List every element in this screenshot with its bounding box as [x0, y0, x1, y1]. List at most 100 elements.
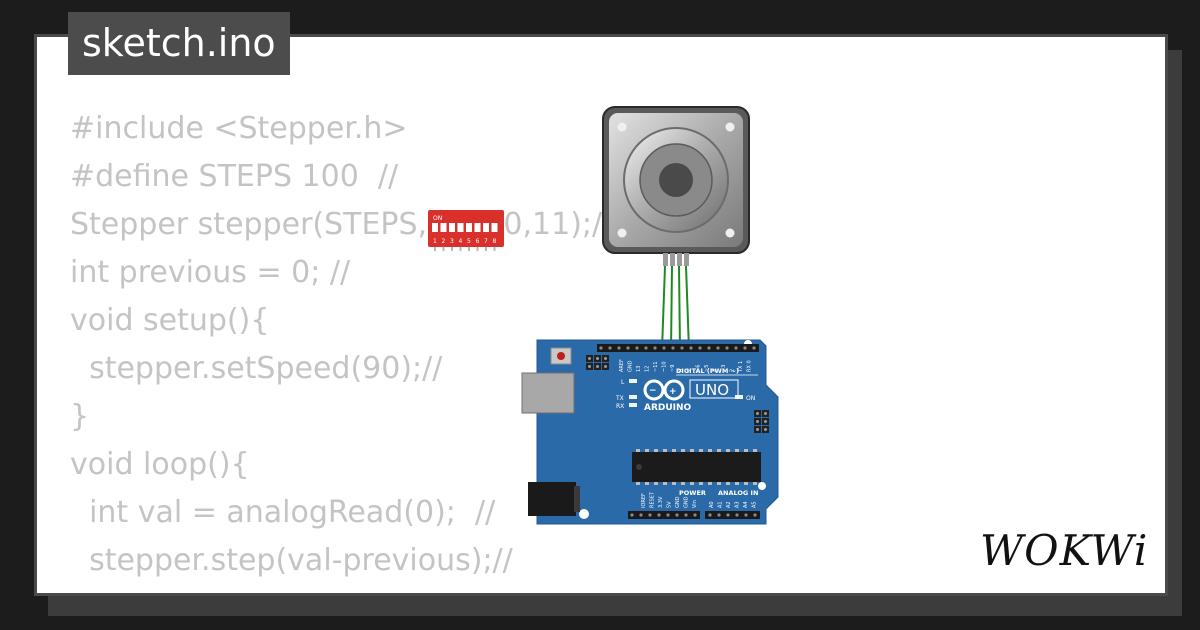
mount-hole [579, 509, 589, 519]
code-line: } [70, 399, 90, 434]
led-l-label: L [621, 379, 625, 386]
digital-header [597, 344, 759, 352]
code-line: previous = val; // [70, 585, 735, 593]
header-pin [753, 513, 757, 517]
mount-hole [617, 228, 627, 238]
pin-label: ~9 [670, 365, 676, 372]
header-pin [689, 346, 693, 350]
dip-leg [459, 247, 462, 251]
motor-shaft [659, 163, 693, 197]
dip-leg [468, 247, 470, 251]
code-line: void loop(){ [70, 447, 250, 482]
header-pin [717, 513, 721, 517]
power-header [628, 511, 700, 519]
header-pin [639, 513, 643, 517]
header-pin [698, 346, 702, 350]
code-line: #include <Stepper.h> [70, 111, 408, 146]
usb-port [521, 372, 575, 414]
header-pin [708, 513, 712, 517]
arduino-infinity-icon [643, 379, 685, 401]
dip-number: 3 [450, 238, 454, 245]
header-pin [662, 346, 666, 350]
wire[interactable] [685, 265, 690, 351]
power-jack [528, 482, 576, 516]
mount-hole [758, 482, 766, 490]
dip-toggle[interactable] [466, 223, 472, 232]
pin-label: A5 [752, 501, 758, 508]
header-pin [630, 513, 634, 517]
dip-number: 4 [459, 238, 463, 245]
arduino-model: UNO [695, 381, 729, 399]
pin-label: RX 0 [747, 360, 753, 372]
wokwi-logo-text: WOKWi [980, 526, 1148, 575]
led-tx [629, 395, 637, 399]
pin-label: 13 [636, 366, 642, 372]
atmega-chip [632, 452, 761, 482]
header-pin [608, 346, 612, 350]
dip-toggle[interactable] [483, 223, 489, 232]
pin-label: A4 [743, 501, 749, 508]
dip-toggle[interactable] [440, 223, 447, 232]
pin-label: ~11 [653, 361, 659, 372]
dip-number: 6 [476, 238, 480, 245]
header-pin [617, 346, 621, 350]
led-rx-label: RX [616, 403, 624, 410]
wires[interactable] [661, 265, 690, 351]
wire[interactable] [670, 265, 673, 351]
mount-hole [725, 122, 735, 132]
stepper-motor[interactable] [602, 106, 750, 266]
analog-header [705, 511, 760, 519]
pin-label: A0 [709, 501, 715, 508]
header-pin [671, 346, 675, 350]
header-pin [653, 346, 657, 350]
header-pin [675, 513, 679, 517]
pin-label: 3.3V [658, 496, 664, 508]
pin-label: 5V [667, 501, 673, 508]
led-on-label: ON [746, 395, 755, 402]
dip-leg [451, 247, 453, 251]
wire[interactable] [678, 265, 681, 351]
code-line: #define STEPS 100 // [70, 159, 399, 194]
dip-toggle[interactable] [457, 223, 464, 232]
header-pin [626, 346, 630, 350]
power-label: POWER [679, 489, 706, 497]
dip-toggle[interactable] [432, 223, 438, 232]
dip-number: 1 [433, 238, 437, 245]
dip-toggle[interactable] [474, 223, 481, 232]
header-pin [648, 513, 652, 517]
led-rx [629, 403, 637, 407]
dip-leg [476, 247, 479, 251]
dip-on-label: ON [433, 215, 442, 222]
pin-label: RESET [650, 491, 656, 508]
pin-label: TX 1 [738, 361, 744, 373]
file-tab[interactable]: sketch.ino [68, 12, 290, 75]
header-pin [734, 346, 738, 350]
pin-label: GND [628, 360, 634, 372]
wire[interactable] [661, 265, 666, 351]
code-preview: #include <Stepper.h> #define STEPS 100 //… [70, 105, 735, 593]
code-line: stepper.setSpeed(90);// [70, 351, 443, 386]
dip-number: 7 [484, 238, 488, 245]
led-l [629, 379, 637, 383]
pin-label: 2 [730, 369, 736, 372]
pin-label: 4 [713, 369, 719, 372]
header-pin [716, 346, 720, 350]
header-pin [752, 346, 756, 350]
dip-toggle[interactable] [491, 223, 498, 232]
pin-label: A2 [726, 501, 732, 508]
analog-label: ANALOG IN [718, 489, 758, 497]
pin-label: GND [675, 496, 681, 508]
pin-label: AREF [619, 359, 625, 372]
header-pin [599, 346, 603, 350]
dip-leg [493, 247, 496, 251]
pin-label: ~3 [721, 365, 727, 372]
pin-label: ~5 [704, 365, 710, 372]
dip-toggle[interactable] [449, 223, 455, 232]
header-pin [684, 513, 688, 517]
svg-text:+: + [669, 387, 677, 397]
header-pin [725, 346, 729, 350]
header-pin [693, 513, 697, 517]
